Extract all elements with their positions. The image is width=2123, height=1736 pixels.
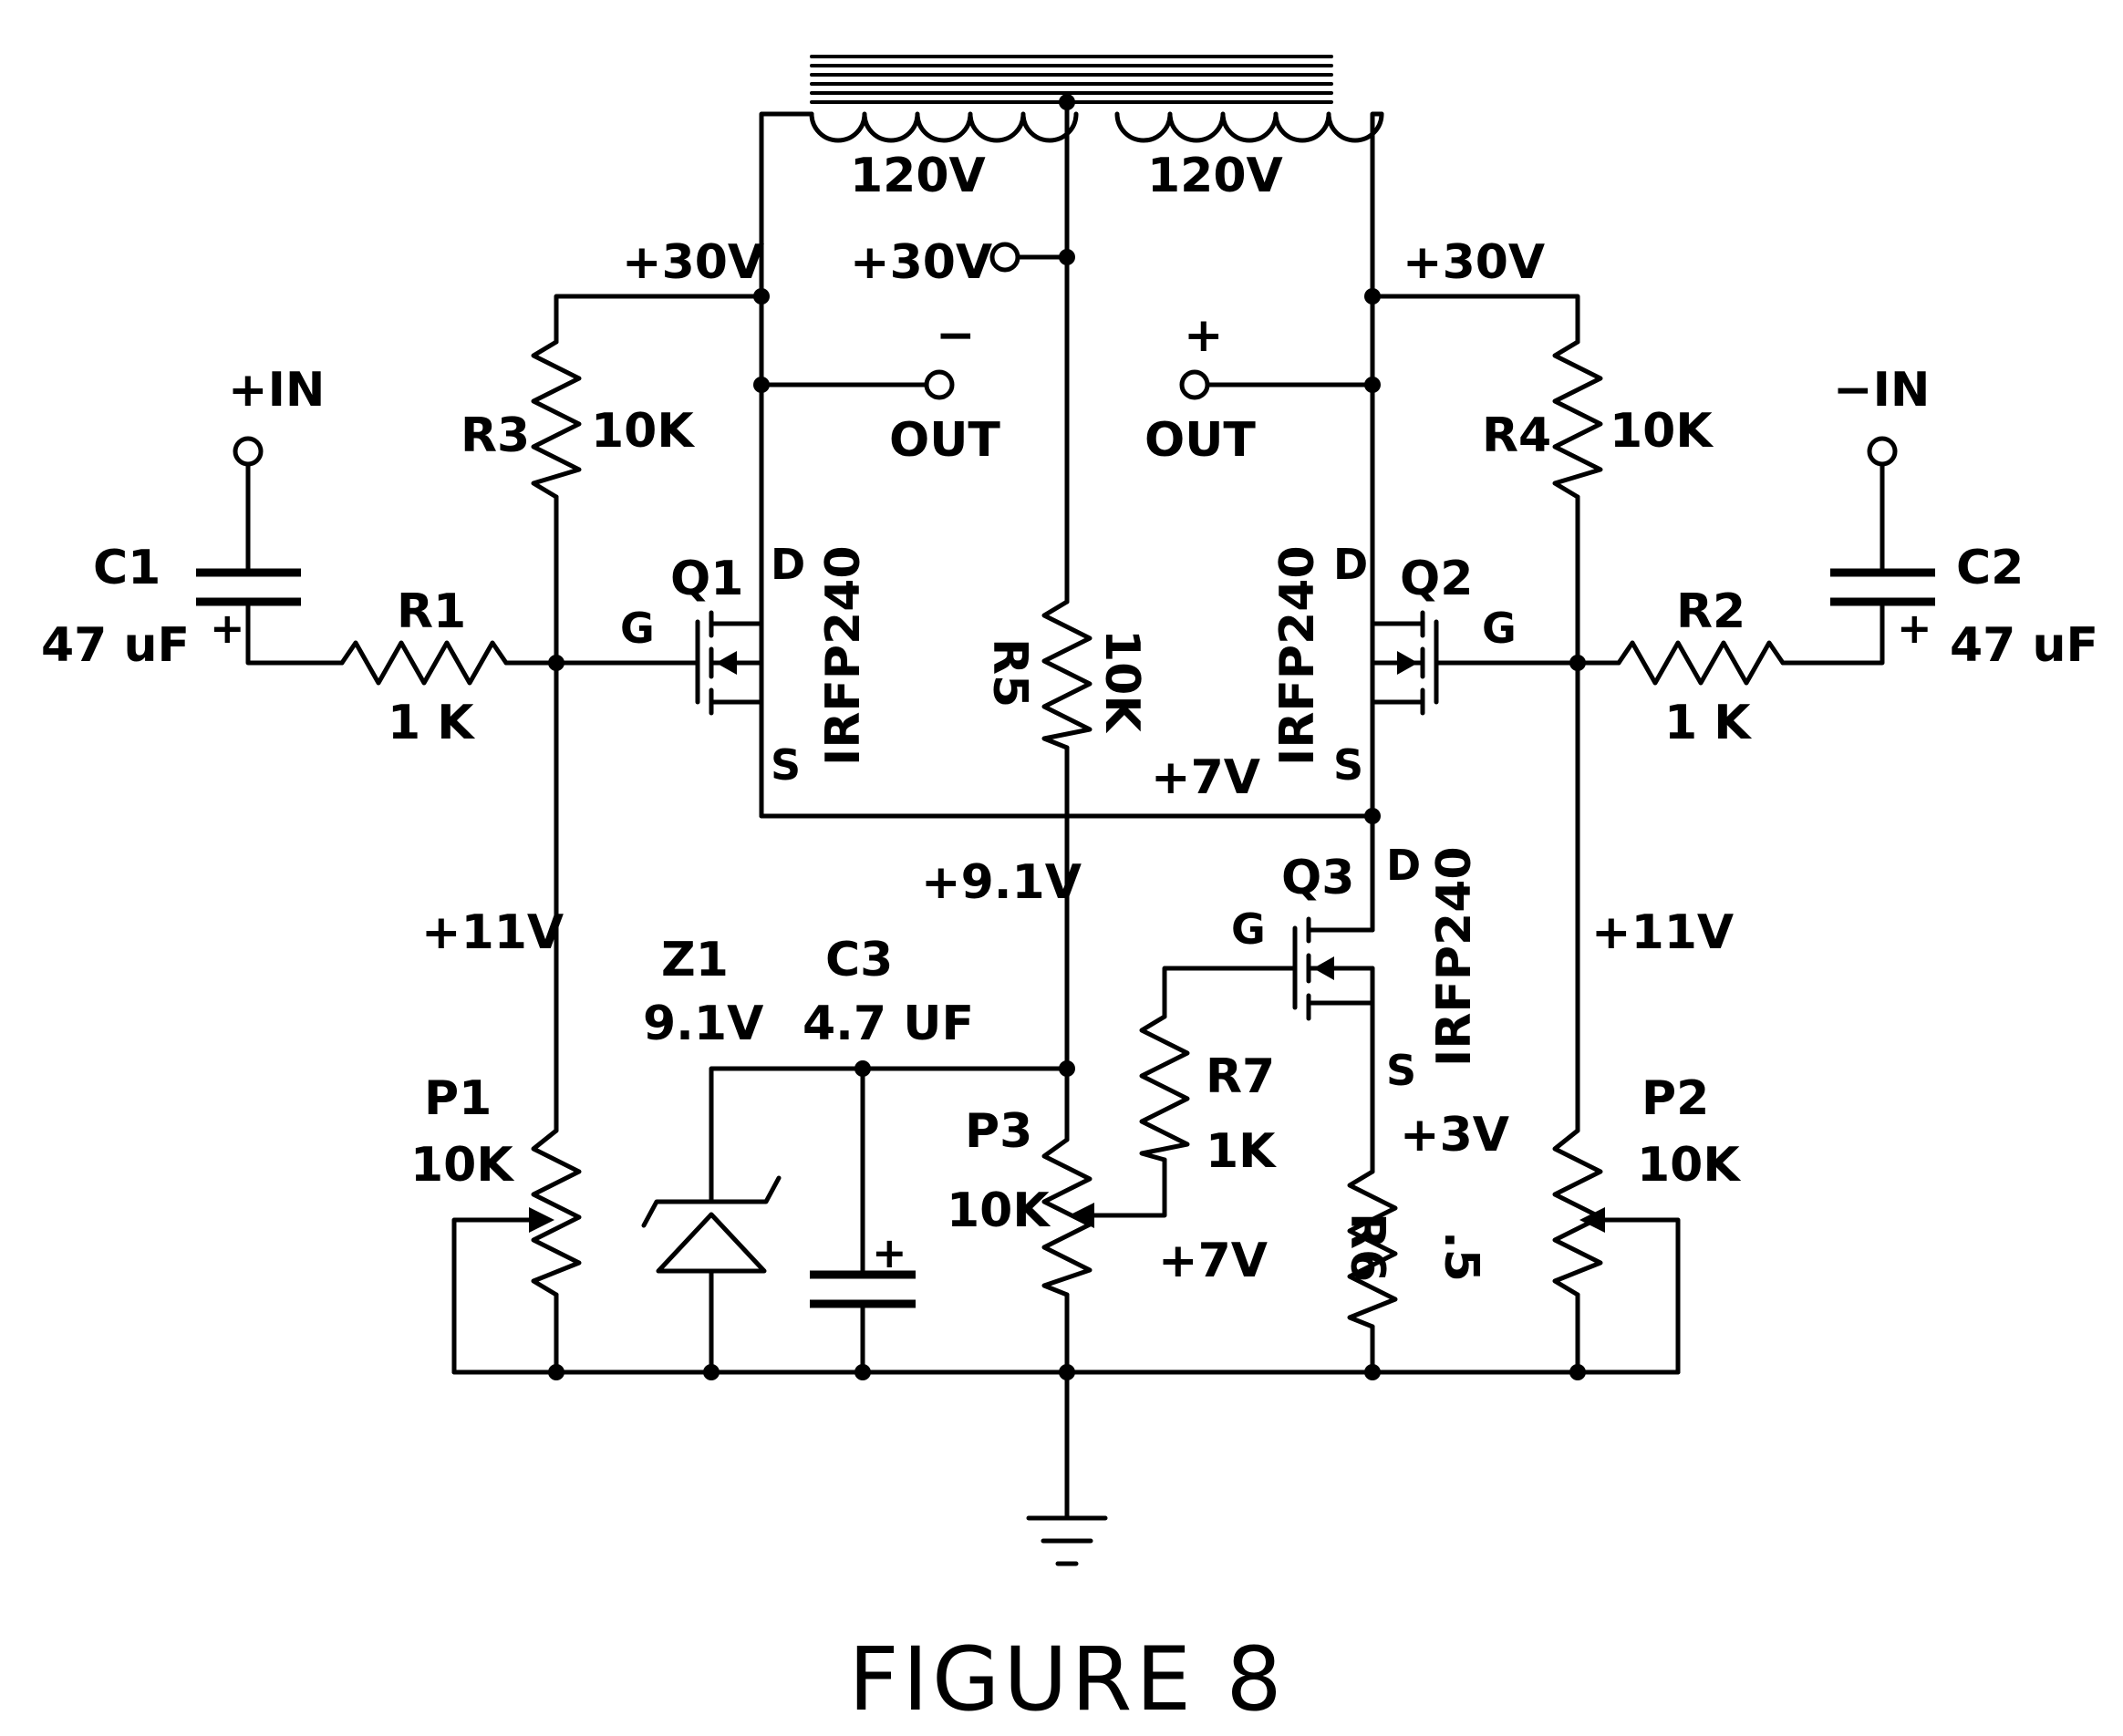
q2-part-label: IRFP240 xyxy=(1270,545,1325,766)
capacitor-c1: + xyxy=(196,568,301,653)
r5-ref-label: R5 xyxy=(982,638,1037,708)
output-negative-sign: − xyxy=(936,308,976,363)
transformer: 120V 120V xyxy=(809,55,1384,203)
transformer-left-winding-label: 120V xyxy=(850,149,986,203)
c3-ref-label: C3 xyxy=(825,933,893,987)
c2-value-label: 47 uF xyxy=(1950,618,2098,673)
node-voltage-sources: +7V xyxy=(1151,750,1260,805)
transformer-right-winding-label: 120V xyxy=(1147,149,1283,203)
node-voltage-gate-right: +11V xyxy=(1591,905,1734,960)
c2-ref-label: C2 xyxy=(1956,541,2024,595)
resistor-r6 xyxy=(1347,1169,1398,1329)
z1-ref-label: Z1 xyxy=(661,933,729,987)
resistor-r2 xyxy=(1616,640,1786,686)
output-negative-terminal xyxy=(924,369,955,400)
p2-ref-label: P2 xyxy=(1641,1071,1709,1126)
terminals xyxy=(233,242,1898,467)
r7-value-label: 1K xyxy=(1206,1124,1277,1179)
r7-ref-label: R7 xyxy=(1206,1049,1275,1104)
r1-value-label: 1 K xyxy=(388,696,475,750)
transformer-primary-right-winding xyxy=(1114,111,1384,143)
capacitor-c3: + xyxy=(810,1228,916,1308)
q2-ref-label: Q2 xyxy=(1400,552,1473,606)
labels: +30V +30V +30V − OUT + OUT +IN −IN C1 47… xyxy=(41,235,2098,1288)
c1-polarity: + xyxy=(210,604,245,653)
r2-ref-label: R2 xyxy=(1676,584,1745,639)
node-voltage-wiper-p3: +7V xyxy=(1158,1234,1268,1288)
node-voltage-q3-source: +3V xyxy=(1400,1108,1509,1162)
potentiometer-p3 xyxy=(1041,1137,1094,1297)
q1-drain-label: D xyxy=(771,540,805,589)
resistor-r7 xyxy=(1139,1014,1190,1162)
output-positive-terminal xyxy=(1179,369,1210,400)
transformer-primary-left-winding xyxy=(809,111,1079,143)
input-positive-terminal xyxy=(233,436,264,467)
junctions xyxy=(548,249,1586,1380)
c1-value-label: 47 uF xyxy=(41,618,190,673)
q3-gate-label: G xyxy=(1231,904,1266,954)
potentiometer-p1 xyxy=(529,1128,582,1297)
q3-drain-label: D xyxy=(1386,841,1421,890)
input-negative-label: −IN xyxy=(1833,363,1930,418)
q3-source-label: S xyxy=(1386,1046,1416,1095)
q2-drain-label: D xyxy=(1333,540,1368,589)
r2-value-label: 1 K xyxy=(1664,696,1752,750)
c3-value-label: 4.7 UF xyxy=(803,997,974,1051)
r4-value-label: 10K xyxy=(1610,404,1714,459)
c3-polarity: + xyxy=(872,1228,907,1277)
c2-polarity: + xyxy=(1897,604,1932,653)
input-negative-terminal xyxy=(1867,436,1898,467)
input-positive-label: +IN xyxy=(228,363,325,418)
r5-value-label: 10K xyxy=(1094,629,1149,733)
output-negative-label: OUT xyxy=(889,413,1000,468)
r4-ref-label: R4 xyxy=(1482,408,1551,463)
output-positive-label: OUT xyxy=(1144,413,1256,468)
q1-gate-label: G xyxy=(620,604,655,653)
output-positive-sign: + xyxy=(1184,308,1224,363)
p1-value-label: 10K xyxy=(410,1138,514,1193)
wiring xyxy=(245,99,1885,1521)
q1-ref-label: Q1 xyxy=(670,552,743,606)
p2-value-label: 10K xyxy=(1637,1138,1741,1193)
supply-center-label: +30V xyxy=(850,235,992,290)
supply-left-label: +30V xyxy=(622,235,764,290)
potentiometer-p2 xyxy=(1552,1128,1605,1297)
supply-right-label: +30V xyxy=(1403,235,1545,290)
transformer-core xyxy=(810,55,1333,104)
p3-value-label: 10K xyxy=(947,1183,1051,1238)
q3-part-label: IRFP240 xyxy=(1427,846,1482,1067)
mosfet-q2 xyxy=(1370,606,1457,716)
resistor-r3 xyxy=(531,339,582,500)
resistor-r5 xyxy=(1041,599,1093,750)
node-voltage-gate-left: +11V xyxy=(421,905,564,960)
r3-value-label: 10K xyxy=(591,404,695,459)
r3-ref-label: R3 xyxy=(461,408,530,463)
r1-ref-label: R1 xyxy=(397,584,466,639)
q1-source-label: S xyxy=(771,740,801,790)
node-voltage-bias: +9.1V xyxy=(921,855,1082,910)
mosfet-q1 xyxy=(695,606,764,723)
figure-title: FIGURE 8 xyxy=(848,1628,1285,1731)
ground-symbol xyxy=(1026,1515,1108,1566)
p1-ref-label: P1 xyxy=(424,1071,492,1126)
supply-center-terminal xyxy=(989,242,1020,273)
zener-diode-z1 xyxy=(641,1175,782,1274)
q2-source-label: S xyxy=(1333,740,1363,790)
z1-value-label: 9.1V xyxy=(643,997,763,1051)
q3-ref-label: Q3 xyxy=(1281,851,1354,905)
q1-part-label: IRFP240 xyxy=(816,545,871,766)
mosfet-q3 xyxy=(1292,916,1375,1021)
p3-ref-label: P3 xyxy=(965,1104,1032,1159)
r6-value-label: .5 xyxy=(1434,1231,1488,1282)
c1-ref-label: C1 xyxy=(93,541,161,595)
r6-ref-label: R6 xyxy=(1340,1213,1394,1282)
q2-gate-label: G xyxy=(1482,604,1517,653)
capacitor-c2: + xyxy=(1830,568,1935,653)
resistor-r4 xyxy=(1552,339,1603,500)
resistor-r1 xyxy=(339,640,509,686)
